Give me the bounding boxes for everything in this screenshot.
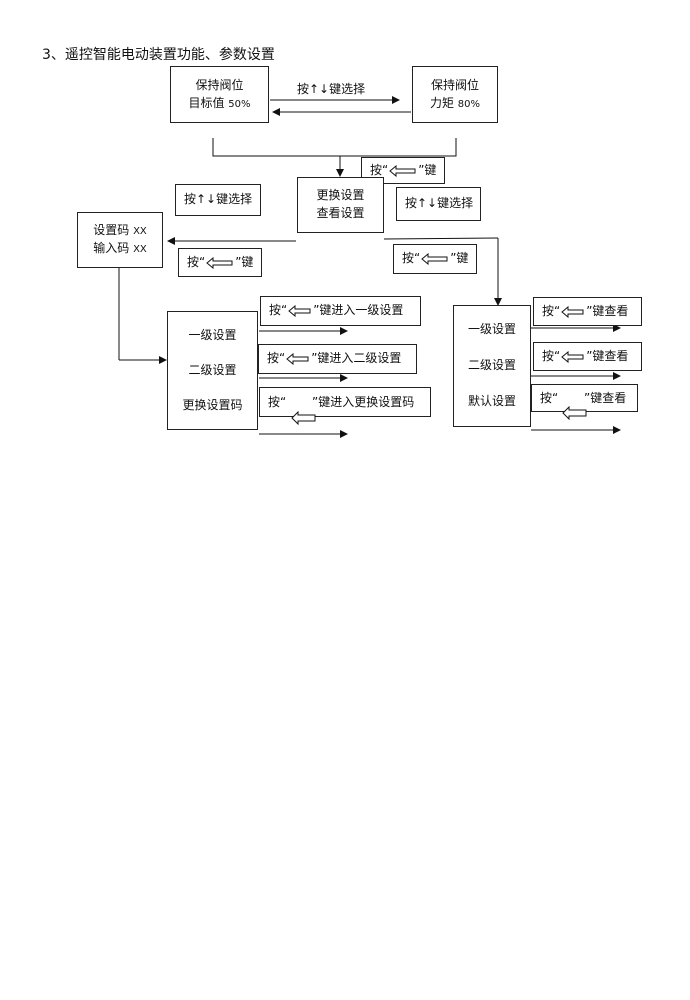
view-action-level2: 按“ ”键查看 [533,342,642,371]
settings-menu-box: 一级设置 二级设置 更换设置码 [167,311,258,430]
view-item-level1: 一级设置 [467,322,516,337]
input-label: 输入码 [93,241,130,255]
status-value: 80% [457,98,481,110]
view-menu-box: 一级设置 二级设置 默认设置 [453,305,531,427]
left-arrow-enter-icon [389,164,416,177]
view-item-level2: 二级设置 [467,358,516,373]
view-action-default: 按“ ”键查看 [531,384,638,412]
left-arrow-enter-icon [561,350,584,363]
status-value: 50% [228,98,251,110]
settings-item-change-code: 更换设置码 [182,397,243,412]
settings-action-level1: 按“ ”键进入一级设置 [260,296,421,326]
settings-item-level1: 一级设置 [188,327,237,342]
menu-box-change-view: 更换设置 查看设置 [297,177,384,233]
code-value: XX [133,226,147,238]
code-box: 设置码 XX 输入码 XX [77,212,163,268]
code-label: 设置码 [93,223,130,238]
status-label: 目标值 [188,95,225,110]
enter-key-chip-right: 按“ ”键 [393,244,477,274]
left-arrow-enter-icon [286,353,309,365]
left-arrow-enter-icon [421,253,448,265]
input-value: XX [133,244,147,255]
left-arrow-enter-icon [562,406,587,420]
settings-action-change-code: 按“ ”键进入更换设置码 [259,387,431,417]
line-to-view-menu [383,237,499,240]
status-title: 保持阀位 [430,77,479,92]
menu-item-change: 更换设置 [316,188,365,203]
select-chip-right: 按↑↓键选择 [396,187,481,221]
enter-key-chip-left: 按“ ”键 [178,248,262,277]
top-bracket [212,138,457,157]
view-action-level1: 按“ ”键查看 [533,297,642,326]
section-title: 3、遥控智能电动装置功能、参数设置 [42,47,275,63]
left-arrow-enter-icon [561,305,584,318]
select-label-top: 按↑↓键选择 [297,82,366,96]
status-title: 保持阀位 [195,77,244,92]
status-label: 力矩 [429,95,454,110]
left-arrow-enter-icon [288,305,311,317]
status-box-target: 保持阀位 目标值 50% [170,66,269,123]
menu-item-view: 查看设置 [316,206,365,220]
settings-item-level2: 二级设置 [188,362,237,377]
view-item-default: 默认设置 [467,394,516,409]
status-box-torque: 保持阀位 力矩 80% [412,66,498,123]
left-arrow-enter-icon [206,256,233,269]
settings-action-level2: 按“ ”键进入二级设置 [258,344,417,374]
left-arrow-enter-icon [291,411,316,425]
select-chip-left: 按↑↓键选择 [175,184,261,216]
